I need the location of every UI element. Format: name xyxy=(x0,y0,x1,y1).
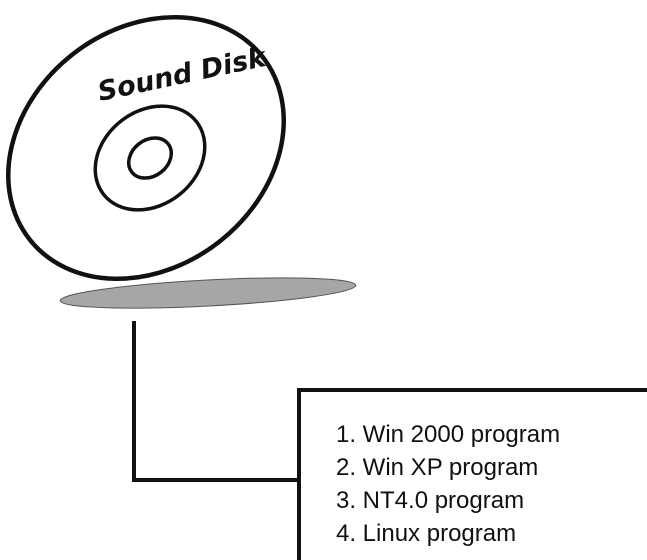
connector-line xyxy=(132,321,299,482)
program-item-nt4: 3. NT4.0 program xyxy=(336,487,525,514)
disc-center-hole xyxy=(127,136,173,180)
program-item-winxp: 2. Win XP program xyxy=(336,454,539,481)
program-list-box xyxy=(297,388,647,560)
program-item-win2000: 1. Win 2000 program xyxy=(336,421,561,448)
program-item-linux: 4. Linux program xyxy=(336,520,517,547)
program-list: 1. Win 2000 program 2. Win XP program 3.… xyxy=(336,418,560,550)
disc-middle-ring xyxy=(93,104,207,212)
disc-outer-edge xyxy=(6,14,286,282)
disc-shadow xyxy=(59,277,357,309)
